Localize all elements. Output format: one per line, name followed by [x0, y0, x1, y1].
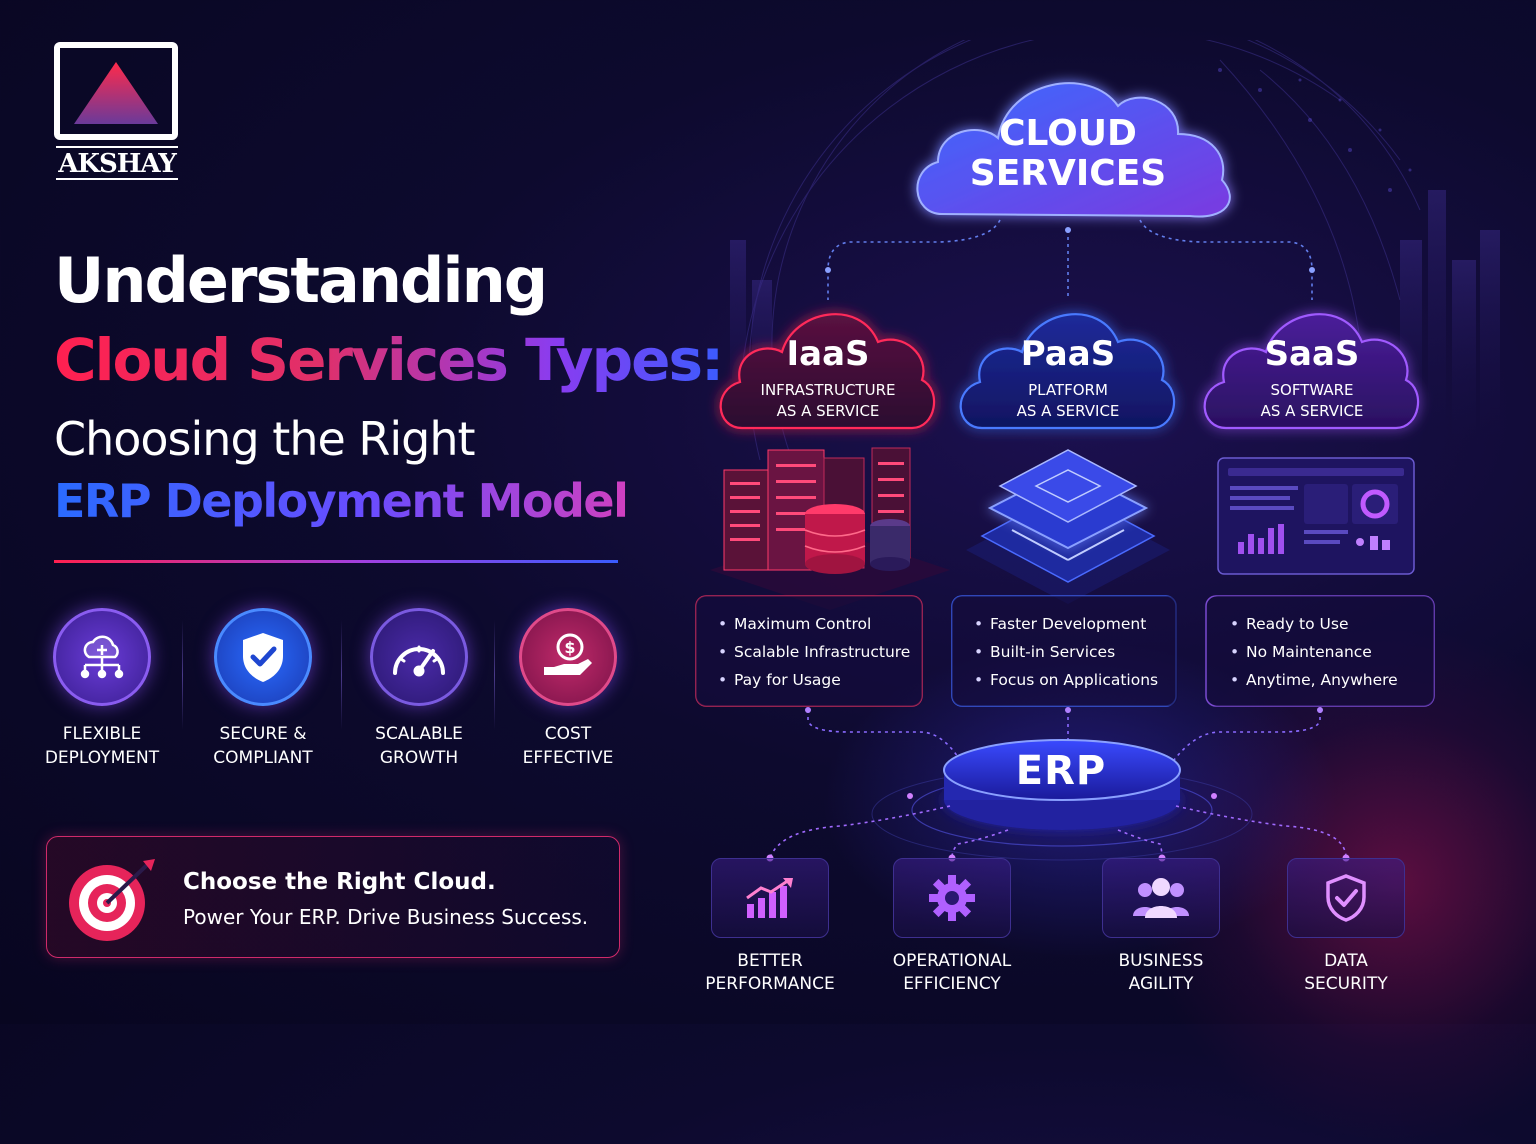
outcome-operational-efficiency: OPERATIONAL EFFICIENCY	[867, 858, 1037, 996]
logo-frame	[54, 42, 178, 140]
outcome-label: EFFICIENCY	[903, 974, 1001, 994]
service-name-paas: PaaS	[1020, 334, 1116, 374]
feature-secure-compliant: SECURE & COMPLIANT	[193, 608, 333, 770]
service-name-saas: SaaS	[1264, 334, 1360, 374]
feature-label: GROWTH	[379, 748, 459, 768]
feature-label: COMPLIANT	[213, 748, 313, 768]
outcome-label: PERFORMANCE	[705, 974, 835, 994]
outcome-label: BETTER	[737, 951, 803, 971]
bar-chart-up-icon	[711, 858, 829, 938]
feature-label: FLEXIBLE	[62, 724, 142, 744]
outcome-business-agility: BUSINESS AGILITY	[1076, 858, 1246, 996]
headline-line-1: Understanding	[54, 244, 548, 317]
benefit-item: Scalable Infrastructure	[718, 638, 922, 666]
benefit-item: Pay for Usage	[718, 666, 922, 694]
shield-check-icon	[1287, 858, 1405, 938]
headline-line-2: Cloud Services Types:	[54, 326, 724, 394]
headline-line-4: ERP Deployment Model	[54, 474, 629, 528]
benefit-item: Anytime, Anywhere	[1230, 666, 1434, 694]
shield-check-icon	[214, 608, 312, 706]
server-rack-illustration	[710, 447, 950, 610]
cloud-services-title: CLOUD SERVICES	[948, 114, 1188, 194]
service-name-iaas: IaaS	[786, 334, 870, 374]
dashboard-illustration	[1217, 457, 1415, 575]
team-icon	[1102, 858, 1220, 938]
feature-flexible-deployment: FLEXIBLE DEPLOYMENT	[32, 608, 172, 770]
cloud-services-line-1: CLOUD	[999, 113, 1137, 154]
erp-label: ERP	[1015, 748, 1107, 794]
feature-label: EFFECTIVE	[522, 748, 614, 768]
platform-stack-illustration	[966, 449, 1170, 604]
benefit-item: Faster Development	[974, 610, 1178, 638]
cta-subtitle: Power Your ERP. Drive Business Success.	[183, 905, 589, 929]
paas-benefits: Faster Development Built-in Services Foc…	[952, 596, 1178, 706]
outcome-label: AGILITY	[1128, 974, 1194, 994]
headline-line-3: Choosing the Right	[54, 412, 476, 466]
benefit-item: No Maintenance	[1230, 638, 1434, 666]
hand-coin-icon: $	[519, 608, 617, 706]
cta-title: Choose the Right Cloud.	[183, 869, 496, 895]
target-icon	[69, 859, 155, 941]
service-subtitle-line: AS A SERVICE	[1016, 402, 1120, 420]
feature-scalable-growth: SCALABLE GROWTH	[349, 608, 489, 770]
cloud-services-line-2: SERVICES	[969, 153, 1167, 194]
feature-separator	[182, 620, 183, 730]
feature-label: DEPLOYMENT	[44, 748, 160, 768]
feature-separator	[341, 620, 342, 730]
gear-icon	[893, 858, 1011, 938]
saas-benefits: Ready to Use No Maintenance Anytime, Any…	[1208, 596, 1434, 706]
benefit-item: Ready to Use	[1230, 610, 1434, 638]
speedometer-icon	[370, 608, 468, 706]
outcome-label: BUSINESS	[1118, 951, 1204, 971]
feature-label: COST	[544, 724, 592, 744]
benefit-item: Built-in Services	[974, 638, 1178, 666]
cloud-services-diagram	[695, 82, 1435, 862]
service-subtitle-line: AS A SERVICE	[1260, 402, 1364, 420]
feature-cost-effective: $ COST EFFECTIVE	[498, 608, 638, 770]
outcome-label: SECURITY	[1304, 974, 1388, 994]
feature-label: SECURE &	[219, 724, 307, 744]
benefit-item: Maximum Control	[718, 610, 922, 638]
service-subtitle-line: PLATFORM	[1028, 381, 1108, 399]
outcome-label: OPERATIONAL	[892, 951, 1012, 971]
cta-panel: Choose the Right Cloud. Power Your ERP. …	[46, 836, 620, 958]
svg-text:$: $	[564, 638, 575, 657]
service-subtitle-iaas: INFRASTRUCTURE AS A SERVICE	[718, 380, 938, 422]
service-subtitle-line: AS A SERVICE	[776, 402, 880, 420]
feature-label: SCALABLE	[375, 724, 463, 744]
headline-divider	[54, 560, 618, 563]
brand-logo: AKSHAY	[54, 42, 178, 184]
service-subtitle-paas: PLATFORM AS A SERVICE	[958, 380, 1178, 422]
logo-triangle-icon	[74, 62, 158, 124]
service-subtitle-line: INFRASTRUCTURE	[760, 381, 896, 399]
service-subtitle-saas: SOFTWARE AS A SERVICE	[1202, 380, 1422, 422]
service-subtitle-line: SOFTWARE	[1270, 381, 1354, 399]
outcome-label: DATA	[1324, 951, 1368, 971]
outcome-data-security: DATA SECURITY	[1261, 858, 1431, 996]
benefit-item: Focus on Applications	[974, 666, 1178, 694]
brand-name: AKSHAY	[56, 146, 178, 180]
outcome-better-performance: BETTER PERFORMANCE	[685, 858, 855, 996]
cloud-network-icon	[53, 608, 151, 706]
feature-separator	[494, 620, 495, 730]
iaas-benefits: Maximum Control Scalable Infrastructure …	[696, 596, 922, 706]
